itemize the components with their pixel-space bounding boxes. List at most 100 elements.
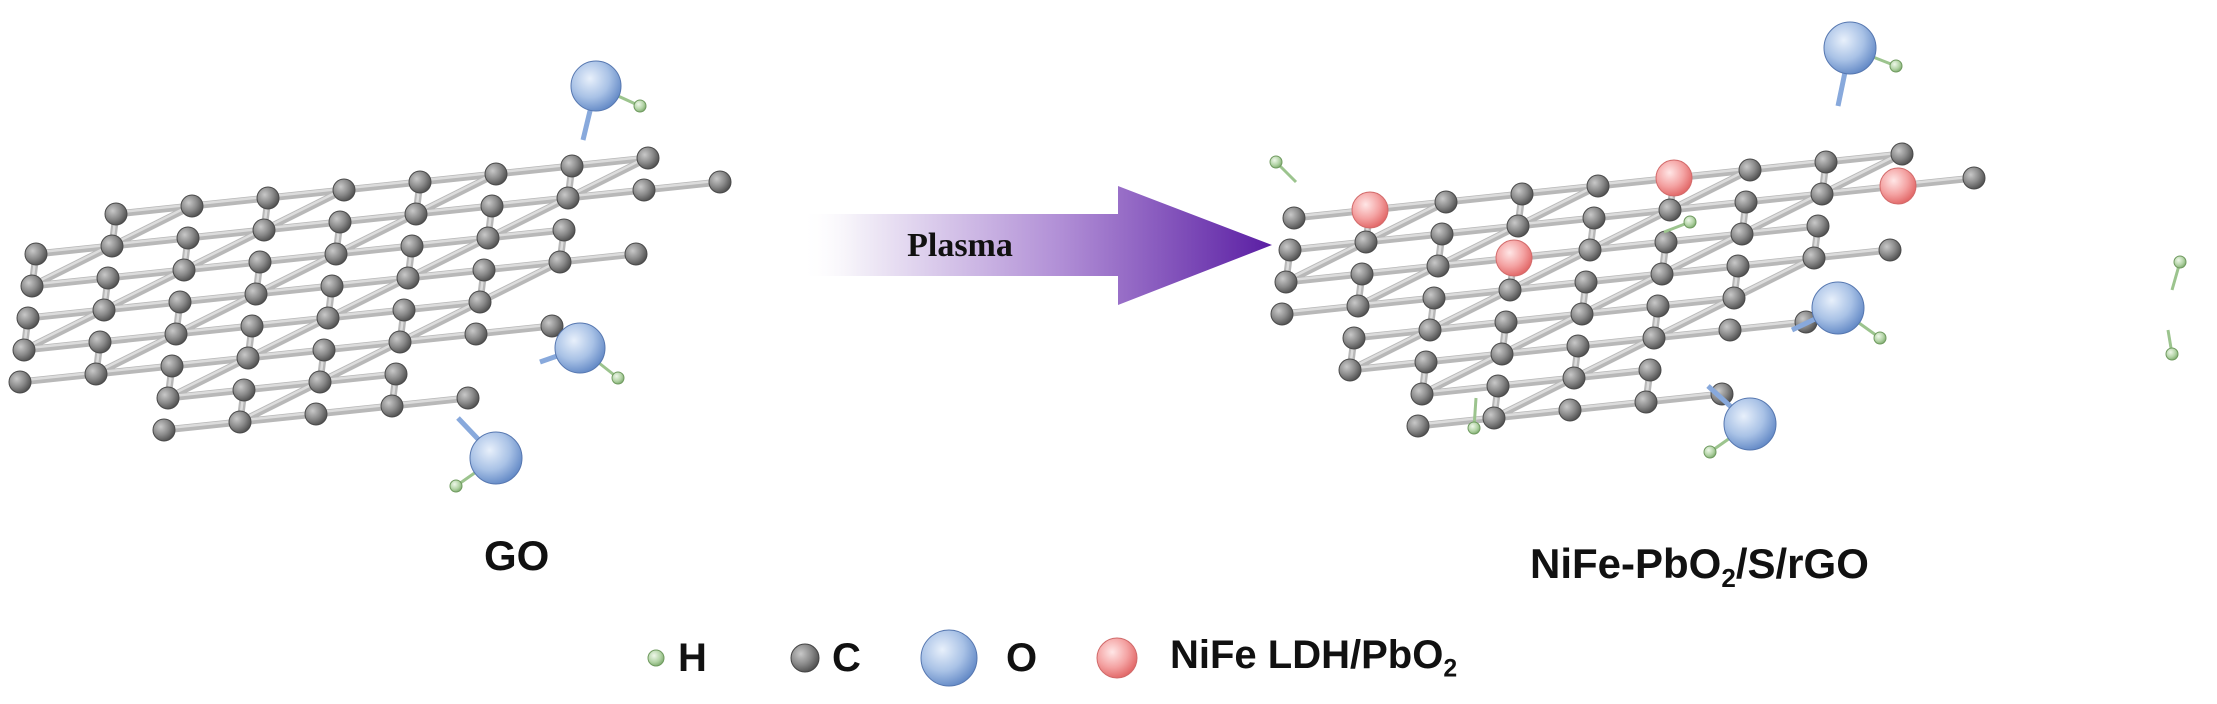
carbon-atom bbox=[1962, 166, 1986, 190]
cc-bond-highlight bbox=[22, 307, 106, 350]
cc-bond-highlight bbox=[106, 267, 186, 278]
cc-bond bbox=[20, 306, 108, 354]
cc-bond bbox=[180, 226, 268, 274]
cc-bond bbox=[556, 250, 640, 266]
cc-bond-highlight bbox=[1516, 183, 1600, 226]
ldh-particle bbox=[1495, 239, 1533, 277]
cc-bond-highlight bbox=[30, 275, 110, 286]
carbon-atom bbox=[1642, 326, 1666, 350]
legend-label-ldh-subscript: 2 bbox=[1443, 655, 1458, 683]
carbon-atom bbox=[400, 234, 424, 258]
cc-bond bbox=[1578, 302, 1662, 318]
cc-bond-highlight bbox=[486, 227, 566, 238]
cc-bond-highlight bbox=[482, 259, 562, 270]
hydrogen-atom bbox=[1467, 421, 1481, 435]
cc-bond bbox=[1514, 214, 1598, 230]
legend-label-o: O bbox=[1006, 635, 1038, 680]
cc-bond bbox=[1666, 198, 1750, 214]
cc-bond bbox=[172, 322, 256, 338]
cc-bond-highlight bbox=[190, 195, 270, 206]
carbon-atom bbox=[168, 290, 192, 314]
carbon-atom bbox=[472, 258, 496, 282]
cc-bond-highlight bbox=[1572, 367, 1652, 378]
cc-bond-highlight bbox=[1284, 239, 1368, 282]
carbon-atom bbox=[476, 226, 500, 250]
cc-bond bbox=[1570, 334, 1658, 382]
cc-bond bbox=[1346, 326, 1434, 374]
rgo-sheet-atoms bbox=[1269, 21, 2187, 459]
cc-bond-highlight bbox=[1668, 167, 1752, 210]
cc-bond bbox=[236, 410, 320, 426]
cc-bond bbox=[416, 170, 500, 186]
cc-bond bbox=[240, 378, 324, 394]
cc-bond bbox=[1350, 326, 1434, 342]
cc-bond bbox=[1642, 390, 1726, 406]
carbon-atom bbox=[1498, 278, 1522, 302]
cc-bond-highlight bbox=[1280, 303, 1360, 314]
cc-bond bbox=[244, 346, 328, 362]
cc-bond-highlight bbox=[1588, 239, 1668, 250]
carbon-atom bbox=[232, 378, 256, 402]
carbon-atom bbox=[1350, 262, 1374, 286]
cc-bond-highlight bbox=[102, 267, 186, 310]
cc-bond bbox=[1818, 150, 1906, 198]
carbon-atom bbox=[1342, 326, 1366, 350]
cc-bond-highlight bbox=[322, 339, 402, 350]
hydrogen-atom bbox=[633, 99, 647, 113]
cc-bond bbox=[260, 186, 348, 234]
cc-bond bbox=[1662, 230, 1746, 246]
cc-bond-highlight bbox=[1356, 263, 1440, 306]
carbon-atom bbox=[1338, 358, 1362, 382]
cc-bond-highlight bbox=[1428, 319, 1508, 330]
cc-bond bbox=[168, 354, 252, 370]
cc-bond bbox=[480, 258, 564, 274]
carbon-atom-icon bbox=[790, 643, 820, 673]
cc-bond bbox=[1586, 238, 1670, 254]
cc-bond bbox=[1654, 294, 1738, 310]
cc-bond bbox=[1434, 222, 1522, 270]
cc-bond-highlight bbox=[110, 203, 194, 246]
cc-bond-highlight bbox=[1508, 247, 1592, 290]
cc-bond-highlight bbox=[1584, 271, 1664, 282]
cc-bond bbox=[252, 282, 336, 298]
cc-bond-highlight bbox=[558, 251, 638, 262]
cc-bond bbox=[312, 402, 396, 418]
cc-bond bbox=[1358, 262, 1442, 278]
cc-bond bbox=[1734, 254, 1818, 270]
legend-item-c: C bbox=[788, 628, 861, 688]
carbon-atom bbox=[1718, 318, 1742, 342]
cc-bond-highlight bbox=[174, 291, 258, 334]
cc-bond bbox=[1582, 270, 1666, 286]
carbon-atom bbox=[1650, 262, 1674, 286]
cc-bond-highlight bbox=[1444, 191, 1524, 202]
cc-bond bbox=[1650, 294, 1738, 342]
cc-bond-highlight bbox=[262, 187, 346, 230]
cc-bond bbox=[1490, 374, 1578, 422]
cc-bond bbox=[640, 178, 724, 194]
cc-bond bbox=[1658, 230, 1746, 278]
cc-bond bbox=[1574, 334, 1658, 350]
cc-bond bbox=[332, 210, 420, 258]
carbon-atom bbox=[1346, 294, 1370, 318]
carbon-atom bbox=[1734, 190, 1758, 214]
carbon-atom bbox=[304, 402, 328, 426]
cc-bond bbox=[488, 194, 572, 210]
cc-bond-highlight bbox=[250, 315, 330, 326]
legend-label-ldh-main: NiFe LDH/PbO bbox=[1170, 632, 1444, 677]
carbon-atom bbox=[1586, 174, 1610, 198]
hydrogen-atom bbox=[1889, 59, 1903, 73]
cc-bond bbox=[1514, 182, 1602, 230]
carbon-atom bbox=[328, 210, 352, 234]
carbon-atom bbox=[100, 234, 124, 258]
cc-bond bbox=[1570, 366, 1654, 382]
cc-bond bbox=[1586, 206, 1674, 254]
cc-bond bbox=[180, 258, 264, 274]
carbon-atom bbox=[12, 338, 36, 362]
cc-bond-highlight bbox=[246, 315, 330, 358]
carbon-atom bbox=[1802, 246, 1826, 270]
cc-bond bbox=[1494, 374, 1578, 390]
cc-bond bbox=[1346, 358, 1430, 374]
cc-bond bbox=[256, 250, 340, 266]
cc-bond-highlight bbox=[1508, 279, 1588, 290]
